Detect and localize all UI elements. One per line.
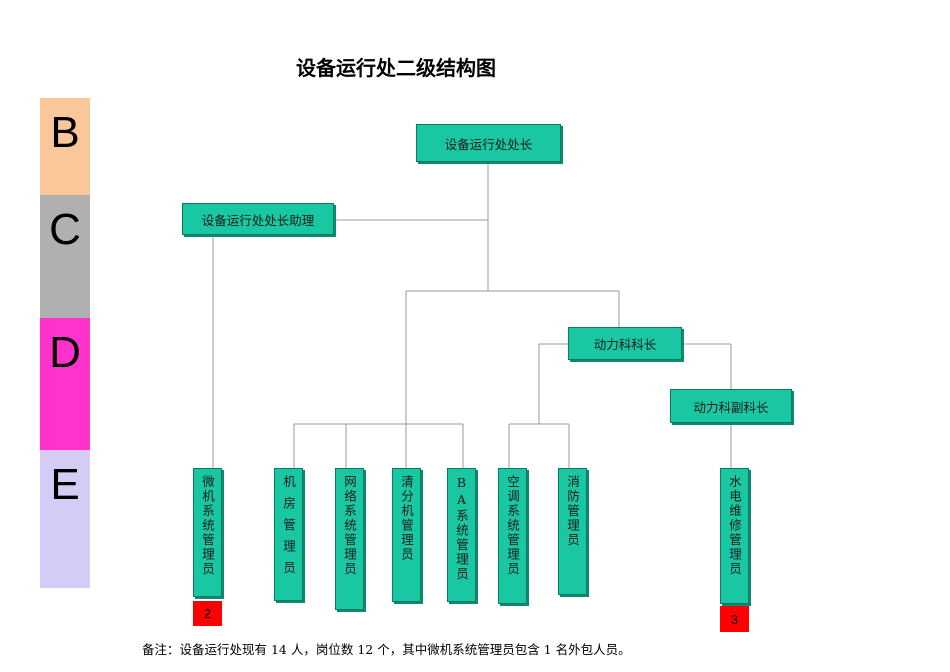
level-band-c-label: C	[49, 205, 81, 254]
chart-title: 设备运行处二级结构图	[296, 56, 496, 80]
level-band-b-label: B	[50, 108, 80, 157]
level-band-d-label: D	[49, 328, 81, 377]
node-microcomputer-admin: 微机系统管理员	[193, 468, 222, 597]
headcount-badge-utility: 3	[720, 606, 749, 632]
headcount-badge-microcomputer: 2	[193, 601, 222, 626]
level-band-d: D	[40, 318, 90, 450]
node-power-section-chief: 动力科科长	[568, 327, 682, 360]
node-power-section-deputy: 动力科副科长	[670, 389, 792, 423]
level-band-b: B	[40, 98, 90, 195]
level-band-c: C	[40, 195, 90, 318]
level-band-e: E	[40, 450, 90, 588]
node-ba-system-admin: BA系统管理员	[447, 468, 476, 602]
node-fire-admin: 消防管理员	[558, 468, 587, 595]
level-band-e-label: E	[50, 460, 80, 509]
node-clearing-machine-admin: 清分机管理员	[392, 468, 421, 602]
node-ac-system-admin: 空调系统管理员	[498, 468, 527, 604]
node-assistant: 设备运行处处长助理	[182, 203, 334, 235]
node-head: 设备运行处处长	[416, 124, 561, 162]
node-utility-maintenance-admin: 水电维修管理员	[720, 468, 749, 604]
footnote: 备注：设备运行处现有 14 人，岗位数 12 个，其中微机系统管理员包含 1 名…	[142, 642, 631, 657]
node-network-admin: 网络系统管理员	[335, 468, 364, 610]
node-machine-room-admin: 机房管理员	[274, 468, 303, 601]
